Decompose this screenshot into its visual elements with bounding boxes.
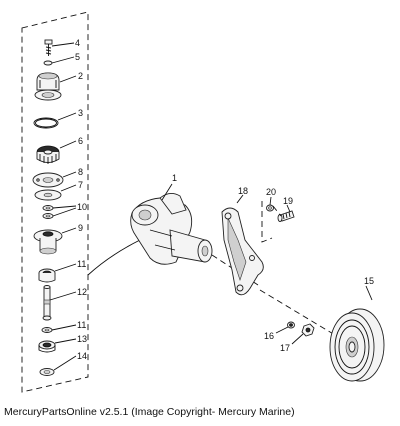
kit-reference-curve [87,239,141,276]
part-13-seal [38,340,56,353]
callout-10: 10 [77,202,87,212]
callout-3: 3 [78,108,83,118]
part-2-pump-cover [34,72,62,101]
part-17-nut [291,323,315,345]
callout-7: 7 [78,180,83,190]
part-5-washer [43,60,53,66]
pump-kit-outline-box [21,11,89,393]
exploded-parts-diagram: 4 5 2 3 6 8 7 10 9 11 12 11 13 14 1 18 2… [21,11,385,393]
callout-17: 17 [280,343,290,353]
callout-16: 16 [264,331,274,341]
part-19-bolt [277,204,295,222]
callout-18: 18 [238,186,248,196]
leader-lines-left [49,42,77,371]
part-6-impeller [36,145,60,164]
part-15-pulley [329,285,385,382]
part-7-gasket [34,189,62,201]
callout-13: 13 [77,334,87,344]
callout-8: 8 [78,167,83,177]
bolt-dash-lines [261,201,282,243]
callout-labels: 4 5 2 3 6 8 7 10 9 11 12 11 13 14 1 18 2… [75,38,374,361]
shaft-axis-dash-2 [259,289,336,336]
callout-4: 4 [75,38,80,48]
callout-9: 9 [78,223,83,233]
part-8-plate [32,172,64,188]
part-12-shaft [42,285,52,321]
part-11-bearing-upper [38,268,56,283]
part-9-housing [33,229,63,255]
callout-12: 12 [77,287,87,297]
callout-6: 6 [78,136,83,146]
part-14-washer [39,368,55,376]
part-20-nut [266,196,274,212]
callout-5: 5 [75,52,80,62]
part-1-seawater-pump [130,183,213,265]
callout-15: 15 [364,276,374,286]
callout-11-upper: 11 [77,259,86,269]
callout-1: 1 [172,173,177,183]
callout-11-lower: 11 [77,320,86,330]
part-3-o-ring [33,117,59,129]
part-11-bearing-lower [41,327,53,333]
callout-20: 20 [266,187,276,197]
callout-19: 19 [283,196,293,206]
part-4-screw [44,39,53,56]
part-18-bracket [221,194,264,296]
copyright-caption: MercuryPartsOnline v2.5.1 (Image Copyrig… [4,406,295,418]
part-10-seals [42,205,54,219]
callout-2: 2 [78,71,83,81]
part-16-washer [275,321,295,334]
callout-14: 14 [77,351,87,361]
